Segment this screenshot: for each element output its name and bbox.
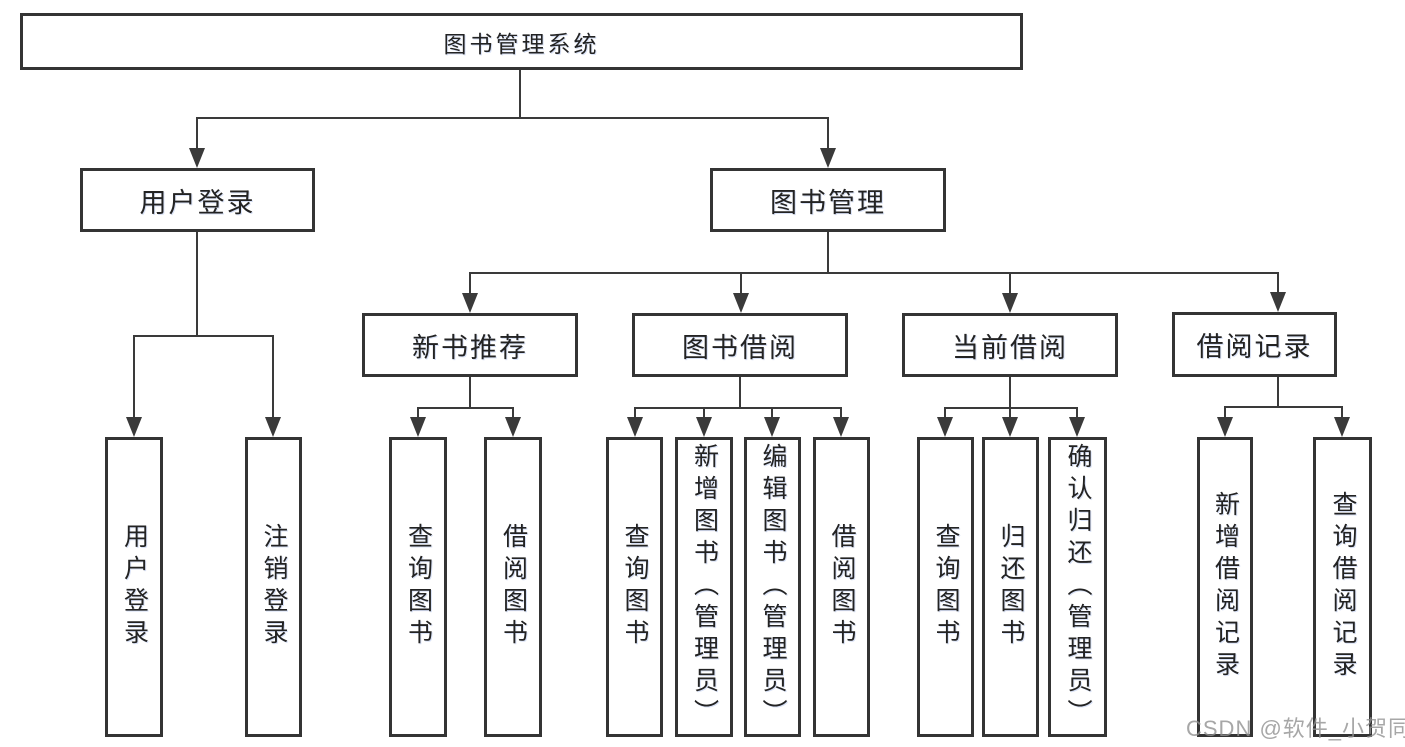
connector [634,407,636,418]
connector [1341,406,1343,418]
connector-new-book-rail [417,407,514,409]
connector [512,407,514,418]
node-box-new-book-recommend: 新书推荐 [362,313,578,377]
arrow-head [733,293,749,313]
connector-to-book-borrow [740,272,742,293]
connector [771,407,773,418]
arrow-head [696,417,712,437]
node-box-return-books: 归还图书 [982,437,1039,737]
connector-book-borrow-rail [634,407,842,409]
node-box-root-system: 图书管理系统 [20,13,1023,70]
connector [417,407,419,418]
node-box-add-borrow-record: 新增借阅记录 [1197,437,1253,737]
watermark-text: CSDN @软件_小贺同学 [1186,716,1405,741]
node-box-query-books-recommend: 查询图书 [389,437,447,737]
arrow-head [410,417,426,437]
connector-new-book-stub [469,377,471,408]
arrow-head [1002,293,1018,313]
connector-level3-rail [469,272,1279,274]
connector-to-user-login-leaf [133,335,135,418]
connector-root-stub [519,70,521,118]
arrow-head [1270,292,1286,312]
connector-to-current-borrow [1009,272,1011,293]
arrow-head [126,417,142,437]
connector-level1-rail [196,117,829,119]
node-box-book-management: 图书管理 [710,168,946,232]
node-box-borrow-books-borrow: 借阅图书 [813,437,870,737]
connector-borrow-records-stub [1277,377,1279,407]
connector-user-login-rail [133,335,274,337]
arrow-head [1217,417,1233,437]
arrow-head [1069,417,1085,437]
connector-to-new-book [469,272,471,293]
node-box-user-login-leaf: 用户登录 [105,437,163,737]
connector [1009,407,1011,418]
connector-book-mgmt-stub [827,232,829,273]
connector [840,407,842,418]
arrow-head [937,417,953,437]
node-box-borrow-records: 借阅记录 [1172,312,1337,377]
connector-to-logout-leaf [272,335,274,418]
arrow-head [189,148,205,168]
node-box-current-borrow: 当前借阅 [902,313,1118,377]
arrow-head [505,417,521,437]
arrow-head [265,417,281,437]
node-box-add-books-admin: 新增图书（管理员） [675,437,733,737]
arrow-head [1002,417,1018,437]
node-box-edit-books-admin: 编辑图书（管理员） [744,437,801,737]
arrow-head [1334,417,1350,437]
connector [944,407,946,418]
connector [703,407,705,418]
connector-to-borrow-records [1277,272,1279,293]
connector-current-borrow-stub [1009,377,1011,408]
arrow-head [462,293,478,313]
node-box-borrow-books-recommend: 借阅图书 [484,437,542,737]
connector-book-borrow-stub [739,377,741,408]
node-box-logout: 注销登录 [245,437,302,737]
node-box-query-books-current: 查询图书 [917,437,974,737]
connector-to-book-management [827,117,829,149]
arrow-head [627,417,643,437]
arrow-head [820,148,836,168]
arrow-head [833,417,849,437]
connector-current-borrow-rail [944,407,1078,409]
connector [1224,406,1226,418]
connector [1076,407,1078,418]
node-box-query-books-borrow: 查询图书 [606,437,663,737]
arrow-head [764,417,780,437]
node-box-user-login: 用户登录 [80,168,315,232]
node-box-book-borrow: 图书借阅 [632,313,848,377]
connector-borrow-records-rail [1224,406,1343,408]
connector-user-login-stub [196,232,198,336]
node-box-query-borrow-record: 查询借阅记录 [1313,437,1372,737]
node-box-confirm-return-admin: 确认归还（管理员） [1048,437,1107,737]
connector-to-user-login [196,117,198,149]
